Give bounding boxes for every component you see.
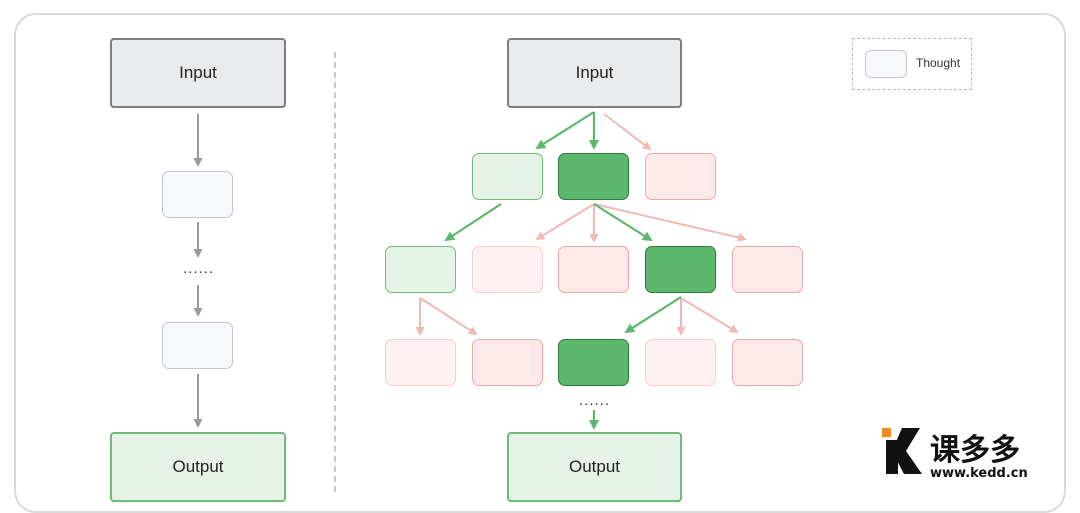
legend: Thought (852, 38, 972, 90)
tree-node-l1-2 (558, 153, 629, 200)
left-thought-2 (162, 322, 233, 369)
left-output-box: Output (110, 432, 286, 502)
watermark-url: www.kedd.cn (930, 466, 1028, 481)
arrow-pink-1 (603, 113, 652, 151)
tree-node-l3-3 (558, 339, 629, 386)
tree-node-l2-1 (385, 246, 456, 293)
tree-node-l2-2 (472, 246, 543, 293)
tree-node-l2-4 (645, 246, 716, 293)
tree-node-l3-5 (732, 339, 803, 386)
left-input-box: Input (110, 38, 286, 108)
arrows-layer (193, 111, 747, 430)
watermark-logo: 课多多 www.kedd.cn (882, 428, 1028, 481)
tree-node-l1-3 (645, 153, 716, 200)
tree-node-l3-1 (385, 339, 456, 386)
left-ellipsis: ...... (183, 260, 215, 277)
left-input-label: Input (179, 63, 217, 82)
tree-node-l3-2 (472, 339, 543, 386)
arrow-pink-2 (535, 203, 595, 241)
right-input-box: Input (507, 38, 682, 108)
arrow-green-1 (535, 111, 595, 150)
tree-node-l2-5 (732, 246, 803, 293)
tree-node-l3-4 (645, 339, 716, 386)
legend-thought-swatch (865, 50, 907, 78)
left-output-label: Output (172, 457, 224, 476)
tree-node-l1-1 (472, 153, 543, 200)
arrow-pink-6 (419, 297, 478, 336)
watermark-brand: 课多多 (930, 433, 1020, 468)
section-divider (334, 52, 336, 492)
left-thought-1 (162, 171, 233, 218)
right-output-box: Output (507, 432, 682, 502)
arrow-green-3 (444, 203, 502, 242)
right-input-label: Input (575, 63, 614, 82)
arrow-pink-4 (593, 203, 747, 242)
arrow-green-5 (624, 296, 682, 334)
legend-thought-label: Thought (916, 56, 961, 70)
right-ellipsis: ...... (579, 392, 611, 409)
tree-node-l2-3 (558, 246, 629, 293)
arrow-green-4 (593, 203, 653, 242)
arrow-pink-8 (680, 297, 739, 334)
right-output-label: Output (568, 457, 621, 476)
